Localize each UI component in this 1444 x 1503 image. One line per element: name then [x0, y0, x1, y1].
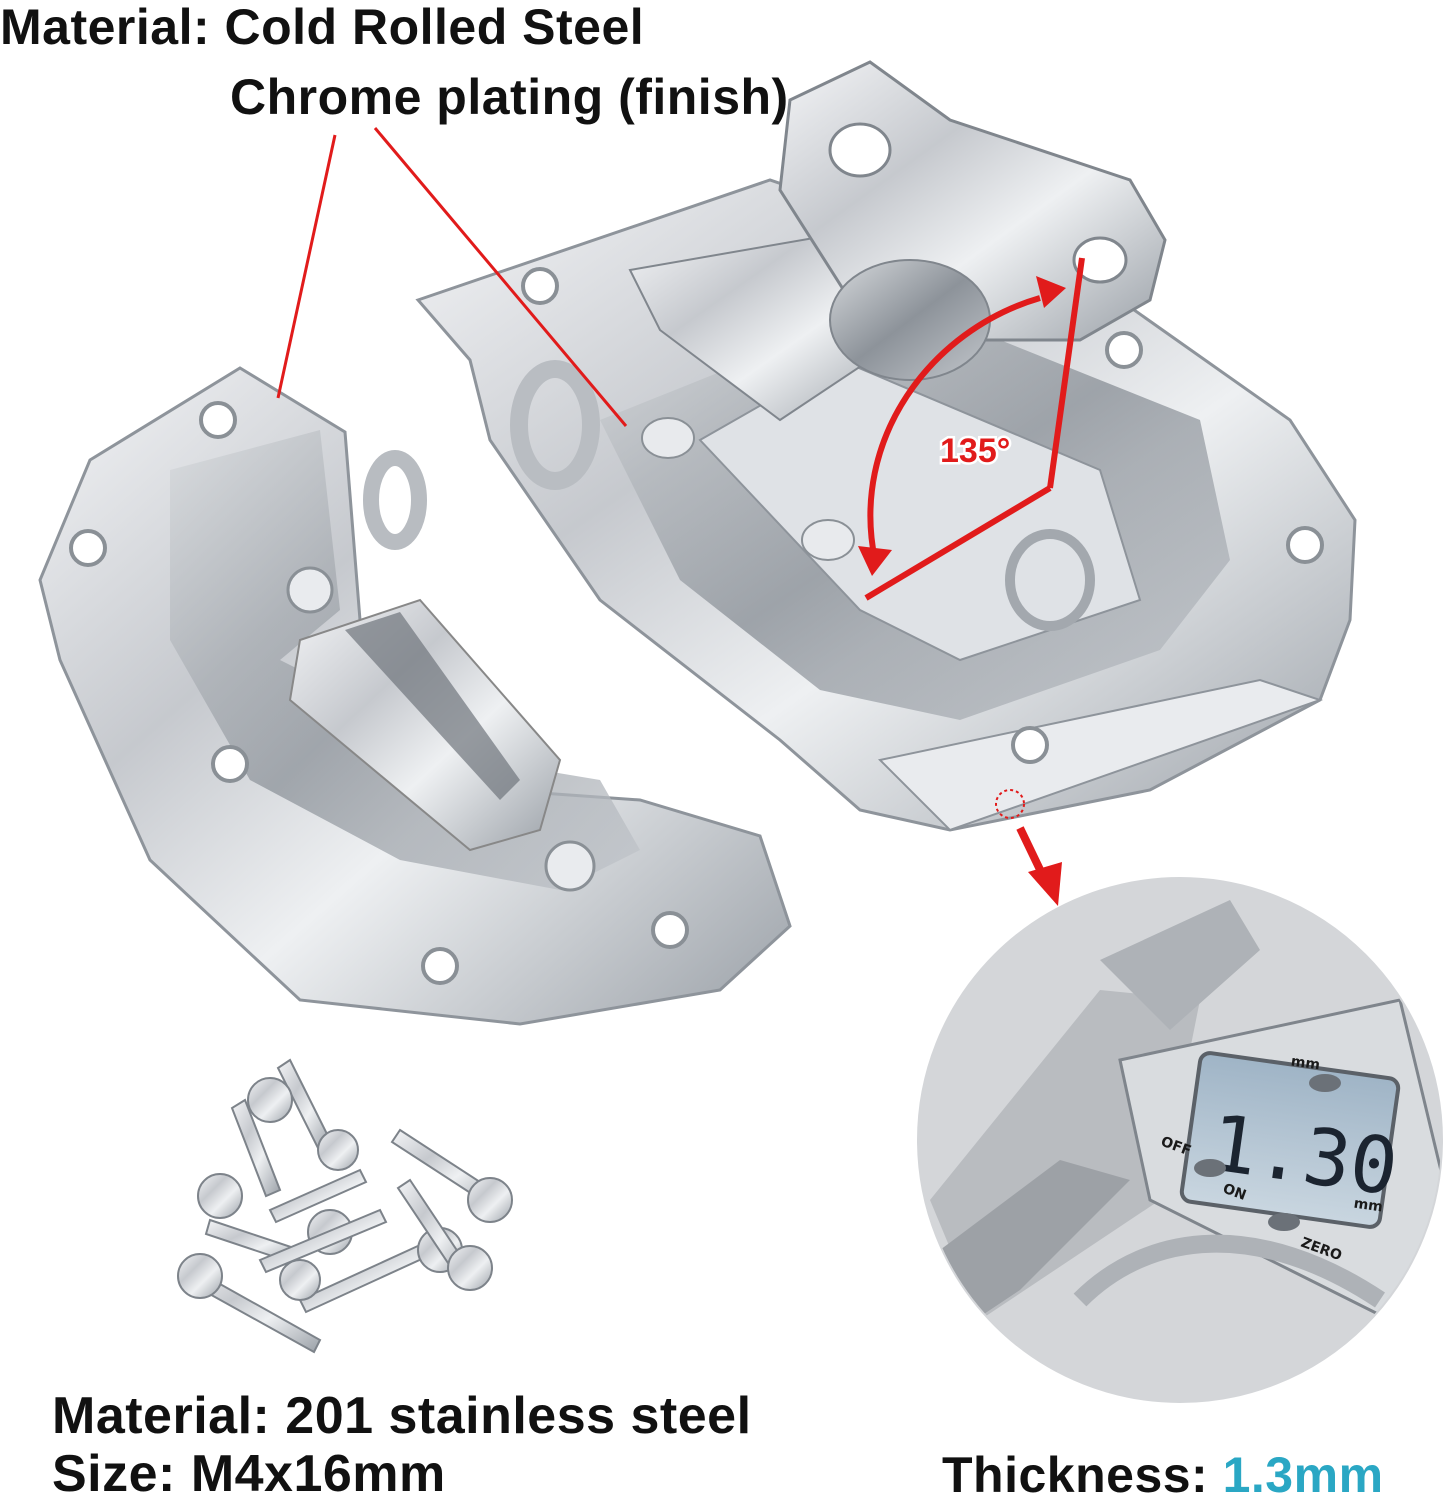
screws [177, 1058, 513, 1354]
finish-label: Chrome plating (finish) [230, 69, 789, 125]
zero-button [1268, 1213, 1300, 1231]
latch-body [415, 60, 1357, 832]
caliper-unit: mm [1353, 1196, 1384, 1216]
on-off-button [1194, 1159, 1226, 1177]
screw-size-label: Size: M4x16mm [52, 1445, 446, 1503]
screw-material-label: Material: 201 stainless steel [52, 1387, 752, 1445]
thickness-prefix: Thickness: [942, 1447, 1223, 1503]
unit-button-label: mm [1290, 1053, 1321, 1073]
thickness-value: 1.3mm [1222, 1447, 1384, 1503]
angle-indicator: 135° [858, 257, 1085, 601]
thickness-label: Thickness: 1.3mm [942, 1450, 1384, 1500]
material-label: Material: Cold Rolled Steel [0, 0, 645, 55]
mm-button [1309, 1074, 1341, 1092]
zoom-indicator [995, 789, 1062, 906]
annotation-lines [276, 127, 628, 427]
catch-plate [38, 366, 792, 1026]
on-label: ON [1221, 1181, 1249, 1204]
angle-label: 135° [940, 432, 1010, 470]
caliper-closeup: 1.30 mm mm OFF ON ZERO [917, 877, 1443, 1403]
